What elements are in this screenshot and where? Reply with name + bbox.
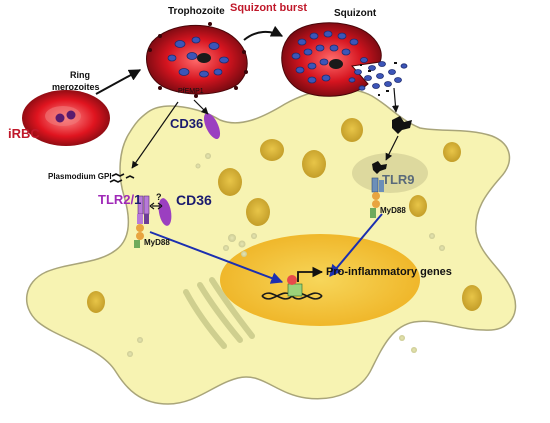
arrow-burst-to-cell — [391, 87, 400, 113]
squizont-merozoites — [291, 30, 359, 84]
tlr2-label-part: TLR2/ — [98, 192, 135, 207]
tlr9-label: TLR9 — [382, 172, 415, 187]
trophozoite-parasites — [167, 36, 229, 78]
tlr2-1-label: TLR2/1 — [98, 192, 141, 207]
arrow-ring-to-trophozoite — [95, 69, 142, 95]
plasmodium-gpi-molecules — [109, 173, 135, 183]
transcription-factor-complex — [287, 283, 303, 297]
pfemp1-knobs — [148, 22, 248, 98]
cd36-top-label: CD36 — [170, 116, 204, 131]
squizont-hemozoin — [329, 59, 343, 69]
cd36-receptor-mid — [158, 198, 172, 226]
merozoite-dot — [66, 110, 76, 120]
squizont-burst-label: Squizont burst — [230, 2, 307, 14]
myd88-left-label: MyD88 — [144, 238, 170, 247]
arrow-trophozoite-to-squizont — [243, 25, 284, 41]
released-merozoites — [348, 57, 408, 91]
hemozoin-dna-fragment — [392, 116, 412, 134]
vesicles — [127, 153, 445, 357]
squizont-label: Squizont — [334, 8, 377, 19]
merozoite-dot — [55, 113, 65, 123]
nucleus — [220, 234, 420, 326]
transcription-factor — [287, 275, 297, 285]
pfemp1-label: PfEMP1 — [178, 88, 204, 95]
myd88-right-label: MyD88 — [380, 206, 406, 215]
golgi-apparatus — [183, 277, 255, 349]
merozoites-label: merozoites — [52, 82, 100, 92]
arrow-myd88-left-to-genes — [149, 231, 284, 284]
irbc-label: iRBC — [8, 126, 40, 141]
pro-inflammatory-genes-label: Pro-inflammatory genes — [326, 266, 452, 278]
transcription-start-arrow — [297, 266, 324, 282]
ring-label: Ring — [70, 70, 90, 80]
trophozoite-rbc — [146, 24, 248, 95]
trophozoite-label: Trophozoite — [168, 6, 225, 17]
released-hemozoin — [360, 62, 397, 96]
arrow-hemozoin-to-endosome — [385, 135, 399, 161]
cd36-mid-label: CD36 — [176, 192, 212, 208]
tlr9-receptor — [370, 177, 384, 218]
plasmodium-gpi-label: Plasmodium GPI — [48, 172, 112, 181]
arrow-pfemp1-to-gpi — [131, 101, 179, 169]
arrow-trophozoite-to-cd36 — [193, 99, 209, 115]
tlr1-label-part: 1 — [134, 192, 142, 207]
mitochondria — [87, 118, 482, 313]
cd36-receptor-top — [203, 113, 221, 139]
endosome — [352, 153, 428, 193]
tlr2-1-receptor — [134, 195, 150, 248]
arrow-myd88-right-to-genes — [329, 213, 383, 277]
hemozoin-in-endosome — [372, 161, 387, 174]
hemozoin — [197, 53, 211, 63]
question-mark-label: ? — [156, 192, 162, 202]
